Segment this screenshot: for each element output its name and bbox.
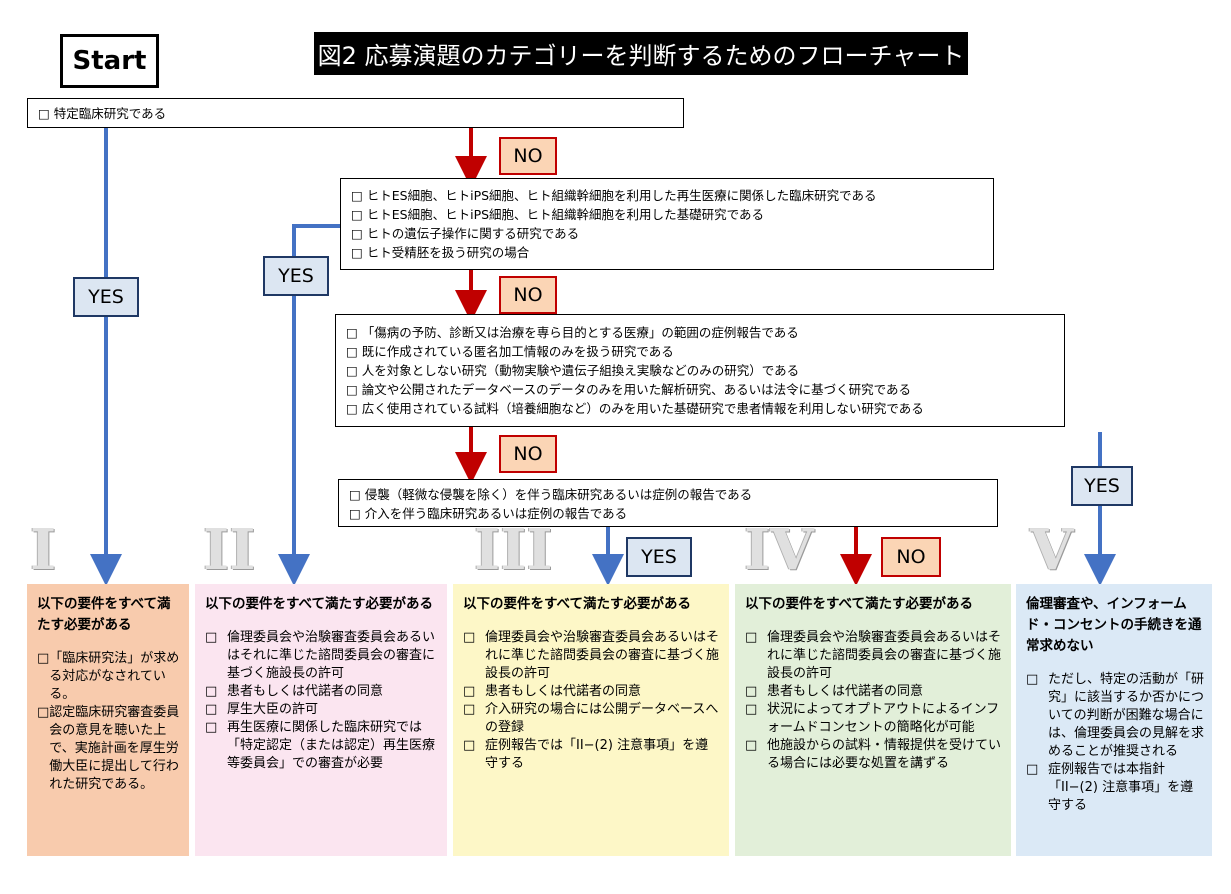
question-4-item: □ 介入を伴う臨床研究あるいは症例の報告である	[349, 506, 628, 521]
category-4-item: □ 患者もしくは代諾者の同意	[745, 683, 1003, 701]
category-3-item: □ 症例報告では「II−(2) 注意事項」を遵守する	[463, 737, 721, 773]
category-3-item-text: 症例報告では「II−(2) 注意事項」を遵守する	[485, 738, 709, 771]
chart-title: 図2 応募演題のカテゴリーを判断するためのフローチャート	[314, 32, 968, 75]
category-1-item: □ 「臨床研究法」が求める対応がなされている。	[37, 650, 181, 704]
category-3-item-text: 介入研究の場合には公開データベースへの登録	[485, 702, 719, 735]
start-label: Start	[60, 34, 159, 88]
category-numeral-5: V	[1030, 517, 1074, 583]
category-1-item-text: 「臨床研究法」が求める対応がなされている。	[49, 651, 180, 702]
category-5-item: □ ただし、特定の活動が「研究」に該当するか否かについての判断が困難な場合には、…	[1026, 671, 1204, 761]
category-numeral-2: II	[203, 517, 256, 583]
yes-label-q1: YES	[73, 277, 139, 317]
category-1-heading: 以下の要件をすべて満たす必要がある	[37, 596, 171, 633]
checkbox-icon: □	[745, 684, 758, 699]
question-2-item: □ ヒトの遺伝子操作に関する研究である	[351, 226, 580, 241]
category-2-item: □ 再生医療に関係した臨床研究では「特定認定（または認定）再生医療等委員会」での…	[205, 719, 439, 773]
category-box-2: 以下の要件をすべて満たす必要がある □ 倫理委員会や治験審査委員会あるいはそれに…	[195, 584, 447, 856]
category-4-item-text: 患者もしくは代諾者の同意	[767, 684, 924, 699]
category-box-4: 以下の要件をすべて満たす必要がある □ 倫理委員会や治験審査委員会あるいはそれに…	[735, 584, 1011, 856]
category-2-item: □ 倫理委員会や治験審査委員会あるいはそれに準じた諮問委員会の審査に基づく施設長…	[205, 629, 439, 683]
question-3-item: □ 論文や公開されたデータベースのデータのみを用いた解析研究、あるいは法令に基づ…	[346, 382, 912, 397]
yes-label-q3: YES	[1071, 466, 1133, 506]
category-numeral-1: I	[30, 517, 57, 583]
category-box-1: 以下の要件をすべて満たす必要がある □ 「臨床研究法」が求める対応がなされている…	[27, 584, 189, 856]
no-label-q2: NO	[499, 276, 557, 314]
category-4-item: □ 他施設からの試料・情報提供を受けている場合には必要な処置を講ずる	[745, 737, 1003, 773]
checkbox-icon: □	[463, 630, 476, 645]
checkbox-icon: □	[205, 684, 218, 699]
category-2-item: □ 厚生大臣の許可	[205, 701, 439, 719]
category-4-item: □ 倫理委員会や治験審査委員会あるいはそれに準じた諮問委員会の審査に基づく施設長…	[745, 629, 1003, 683]
no-label-q1: NO	[499, 137, 557, 175]
category-4-item-text: 倫理委員会や治験審査委員会あるいはそれに準じた諮問委員会の審査に基づく施設長の許…	[767, 630, 1002, 681]
category-2-item-text: 倫理委員会や治験審査委員会あるいはそれに準じた諮問委員会の審査に基づく施設長の許…	[227, 630, 436, 681]
checkbox-icon: □	[463, 684, 476, 699]
category-1-item: □ 認定臨床研究審査委員会の意見を聴いた上で、実施計画を厚生労働大臣に提出して行…	[37, 704, 181, 794]
question-box-2: □ ヒトES細胞、ヒトiPS細胞、ヒト組織幹細胞を利用した再生医療に関係した臨床…	[340, 178, 994, 270]
question-box-4: □ 侵襲（軽微な侵襲を除く）を伴う臨床研究あるいは症例の報告である □ 介入を伴…	[338, 479, 998, 527]
category-box-3: 以下の要件をすべて満たす必要がある □ 倫理委員会や治験審査委員会あるいはそれに…	[453, 584, 729, 856]
question-1-item: □ 特定臨床研究である	[38, 106, 167, 121]
question-2-item: □ ヒトES細胞、ヒトiPS細胞、ヒト組織幹細胞を利用した再生医療に関係した臨床…	[351, 188, 877, 203]
category-numeral-3: III	[474, 517, 553, 583]
checkbox-icon: □	[205, 702, 218, 717]
category-numeral-4: IV	[744, 517, 814, 583]
category-2-item-text: 再生医療に関係した臨床研究では「特定認定（または認定）再生医療等委員会」での審査…	[227, 720, 436, 771]
checkbox-icon: □	[1026, 672, 1039, 687]
category-5-item-text: 症例報告では本指針「II−(2) 注意事項」を遵守する	[1048, 762, 1194, 813]
question-2-item: □ ヒト受精胚を扱う研究の場合	[351, 245, 530, 260]
category-5-item-text: ただし、特定の活動が「研究」に該当するか否かについての判断が困難な場合には、倫理…	[1048, 672, 1205, 759]
category-2-item: □ 患者もしくは代諾者の同意	[205, 683, 439, 701]
category-2-heading: 以下の要件をすべて満たす必要がある	[205, 596, 434, 612]
category-3-item: □ 倫理委員会や治験審査委員会あるいはそれに準じた諮問委員会の審査に基づく施設長…	[463, 629, 721, 683]
checkbox-icon: □	[745, 630, 758, 645]
checkbox-icon: □	[1026, 762, 1039, 777]
checkbox-icon: □	[37, 651, 50, 666]
category-3-item-text: 倫理委員会や治験審査委員会あるいはそれに準じた諮問委員会の審査に基づく施設長の許…	[485, 630, 720, 681]
category-2-item-text: 患者もしくは代諾者の同意	[227, 684, 384, 699]
category-3-heading: 以下の要件をすべて満たす必要がある	[463, 596, 692, 612]
category-3-item: □ 介入研究の場合には公開データベースへの登録	[463, 701, 721, 737]
checkbox-icon: □	[37, 705, 50, 720]
category-5-heading: 倫理審査や、インフォームド・コンセントの手続きを通常求めない	[1026, 596, 1202, 654]
question-4-item: □ 侵襲（軽微な侵襲を除く）を伴う臨床研究あるいは症例の報告である	[349, 487, 753, 502]
arrow-yes-q2	[278, 224, 340, 586]
checkbox-icon: □	[745, 702, 758, 717]
category-4-item: □ 状況によってオプトアウトによるインフォームドコンセントの簡略化が可能	[745, 701, 1003, 737]
checkbox-icon: □	[463, 738, 476, 753]
yes-label-q4: YES	[626, 537, 692, 577]
checkbox-icon: □	[463, 702, 476, 717]
category-4-item-text: 状況によってオプトアウトによるインフォームドコンセントの簡略化が可能	[767, 702, 1000, 735]
category-box-5: 倫理審査や、インフォームド・コンセントの手続きを通常求めない □ ただし、特定の…	[1016, 584, 1212, 856]
checkbox-icon: □	[205, 630, 218, 645]
yes-label-q2: YES	[263, 256, 329, 296]
question-3-item: □ 既に作成されている匿名加工情報のみを扱う研究である	[346, 344, 674, 359]
question-3-item: □ 「傷病の予防、診断又は治療を専ら目的とする医療」の範囲の症例報告である	[346, 325, 799, 340]
question-box-3: □ 「傷病の予防、診断又は治療を専ら目的とする医療」の範囲の症例報告である □ …	[335, 314, 1065, 427]
category-4-heading: 以下の要件をすべて満たす必要がある	[745, 596, 974, 612]
no-label-q3: NO	[499, 435, 557, 473]
category-2-item-text: 厚生大臣の許可	[227, 702, 319, 717]
category-5-item: □ 症例報告では本指針「II−(2) 注意事項」を遵守する	[1026, 761, 1204, 815]
category-3-item-text: 患者もしくは代諾者の同意	[485, 684, 642, 699]
question-2-item: □ ヒトES細胞、ヒトiPS細胞、ヒト組織幹細胞を利用した基礎研究である	[351, 207, 764, 222]
no-label-q4: NO	[881, 537, 941, 577]
category-3-item: □ 患者もしくは代諾者の同意	[463, 683, 721, 701]
question-3-item: □ 広く使用されている試料（培養細胞など）のみを用いた基礎研究で患者情報を利用し…	[346, 401, 924, 416]
question-box-1: □ 特定臨床研究である	[27, 98, 684, 128]
question-3-item: □ 人を対象としない研究（動物実験や遺伝子組換え実験などのみの研究）である	[346, 363, 800, 378]
category-4-item-text: 他施設からの試料・情報提供を受けている場合には必要な処置を講ずる	[767, 738, 1002, 771]
checkbox-icon: □	[205, 720, 218, 735]
category-1-item-text: 認定臨床研究審査委員会の意見を聴いた上で、実施計画を厚生労働大臣に提出して行われ…	[49, 705, 180, 792]
checkbox-icon: □	[745, 738, 758, 753]
